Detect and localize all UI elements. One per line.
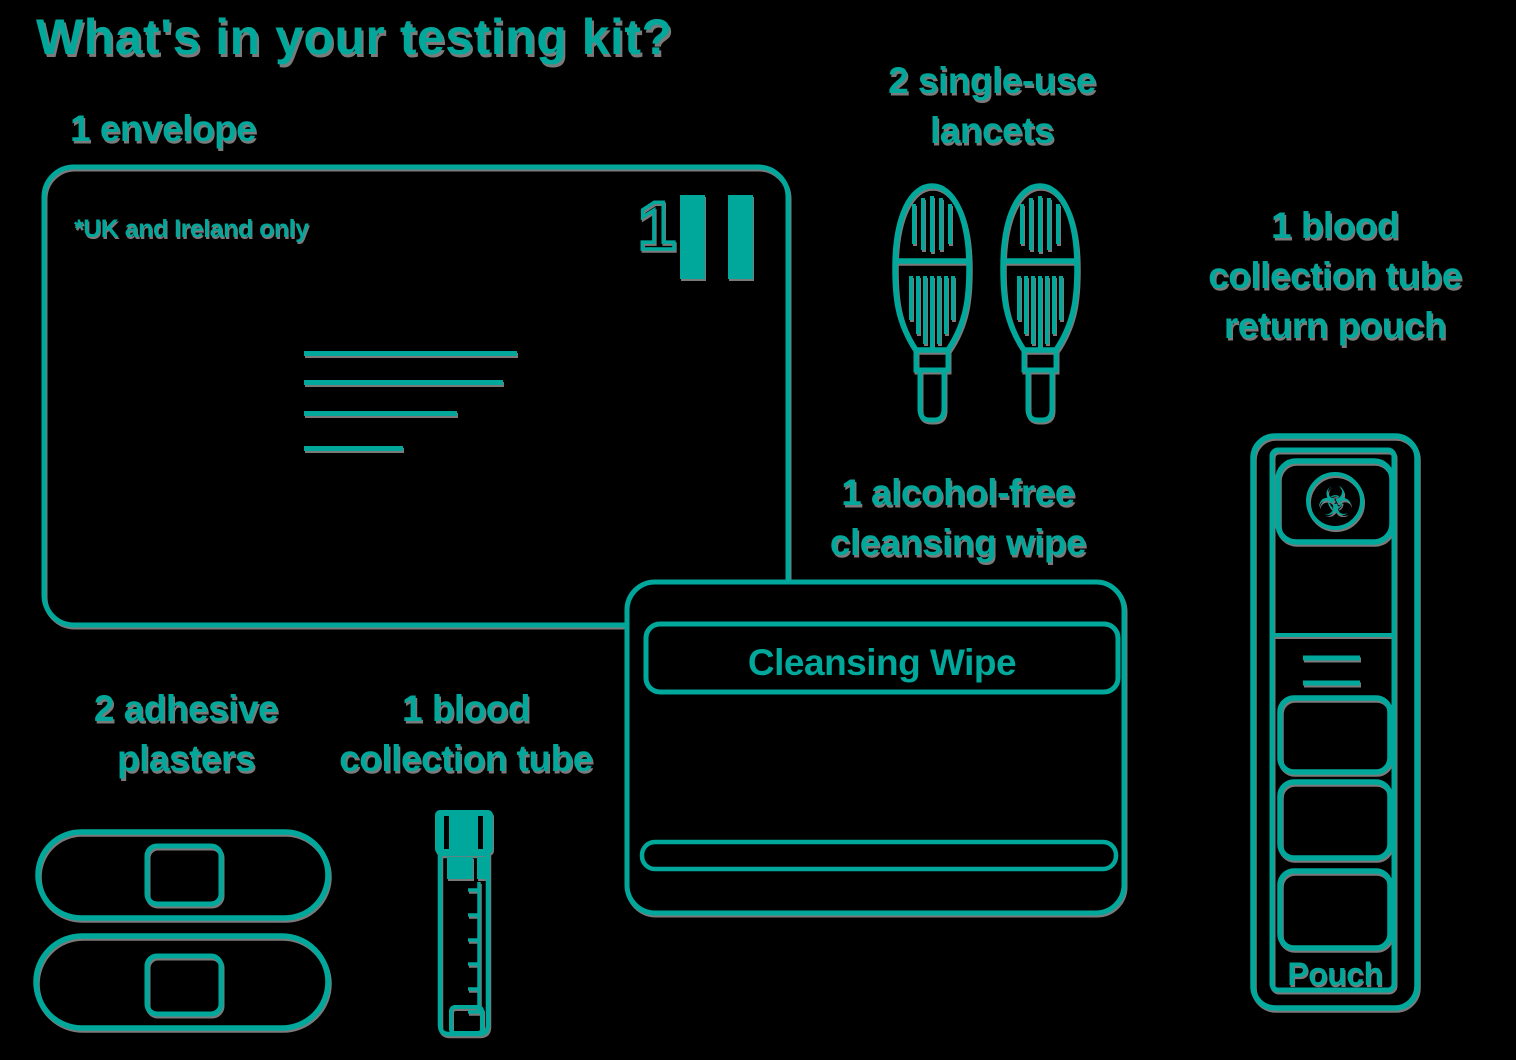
plasters-label: 2 adhesive plasters	[51, 684, 321, 784]
return-pouch-illustration: ☣ Pouch	[1250, 433, 1420, 1011]
pouch-outline	[1250, 433, 1420, 1011]
lancets-illustration	[892, 183, 1080, 423]
biohazard-box	[1275, 458, 1395, 545]
plaster-icon	[35, 829, 331, 921]
lancets-label-line2: lancets	[929, 110, 1055, 151]
biohazard-icon: ☣	[1306, 472, 1364, 530]
collection-tube-illustration	[435, 810, 493, 1037]
envelope-label-line: 1 envelope	[70, 108, 257, 149]
wipe-tear-slit	[639, 839, 1119, 872]
cleansing-wipe-label: 1 alcohol-free cleansing wipe	[822, 468, 1094, 568]
page-title: What's in your testing kit?	[36, 9, 673, 65]
tube-label-band	[447, 857, 486, 879]
envelope-note: *UK and Ireland only	[74, 215, 309, 243]
cleansing-wipe-illustration: Cleansing Wipe	[624, 579, 1127, 916]
collection-tube-label-line1: 1 blood	[401, 688, 531, 729]
envelope-label: 1 envelope	[70, 104, 257, 154]
pouch-label: Pouch	[1287, 956, 1382, 992]
lancets-label: 2 single-use lancets	[857, 56, 1127, 156]
return-pouch-label-line2: collection tube	[1208, 255, 1462, 296]
cleansing-wipe-label-line2: cleansing wipe	[829, 522, 1087, 563]
lancet-icon	[1000, 183, 1080, 423]
plasters-label-line1: 2 adhesive	[93, 688, 279, 729]
return-pouch-label: 1 blood collection tube return pouch	[1199, 201, 1471, 351]
lancet-icon	[892, 183, 972, 423]
plaster-icon	[33, 933, 331, 1031]
pouch-slots	[1277, 695, 1393, 951]
collection-tube-label-line2: collection tube	[339, 738, 593, 779]
wipe-label-box	[643, 621, 1121, 695]
envelope-illustration: *UK and Ireland only 1	[41, 164, 791, 628]
collection-tube-label: 1 blood collection tube	[330, 684, 602, 784]
plasters-illustration	[33, 829, 331, 1031]
address-lines-icon	[304, 351, 517, 451]
tube-base	[449, 1005, 484, 1035]
postage-bars-icon	[680, 195, 753, 279]
tube-scale	[468, 882, 481, 1014]
wipe-package-outline	[624, 579, 1127, 916]
cleansing-wipe-label-line1: 1 alcohol-free	[841, 472, 1075, 513]
svg-text:☣: ☣	[1317, 480, 1353, 524]
tube-cap	[435, 810, 493, 854]
return-pouch-label-line3: return pouch	[1223, 305, 1447, 346]
lancets-label-line1: 2 single-use	[888, 60, 1096, 101]
wipe-package-text: Cleansing Wipe	[748, 642, 1016, 683]
envelope-outline	[41, 164, 791, 628]
pouch-inner-panel	[1269, 447, 1397, 993]
stamp-number: 1	[638, 188, 676, 264]
return-pouch-label-line1: 1 blood	[1270, 205, 1400, 246]
plasters-label-line2: plasters	[117, 738, 255, 779]
